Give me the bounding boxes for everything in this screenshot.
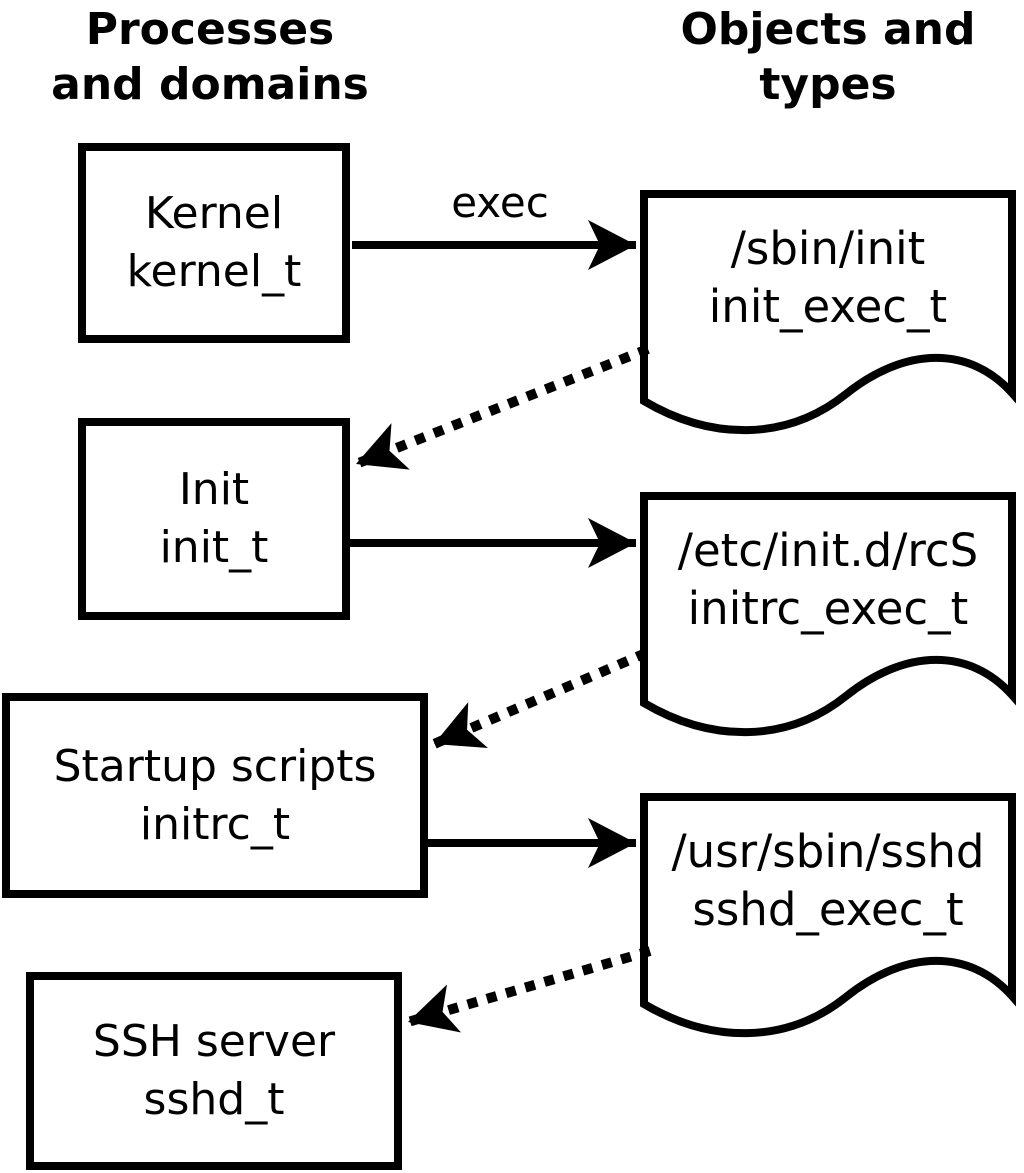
object-file-type: initrc_exec_t	[687, 582, 969, 635]
process-name: Kernel	[144, 188, 284, 239]
object-file-type: init_exec_t	[708, 280, 948, 333]
object-label-sbin-init: /sbin/init init_exec_t	[648, 220, 1008, 336]
object-label-etc-initd-rcs: /etc/init.d/rcS initrc_exec_t	[648, 522, 1008, 638]
transition-arrow-initfile-to-init	[354, 344, 650, 470]
transition-arrow-rcsfile-to-initrc	[432, 648, 648, 749]
process-name: Init	[178, 464, 250, 515]
column-header-objects: Objects and types	[680, 4, 976, 110]
object-label-usr-sbin-sshd: /usr/sbin/sshd sshd_exec_t	[648, 823, 1008, 939]
transition-arrow-sshdfile-to-sshd	[406, 946, 652, 1033]
process-box-ssh-server: SSH server sshd_t	[26, 972, 402, 1170]
process-domain-type: initrc_t	[139, 798, 291, 850]
object-file-type: sshd_exec_t	[692, 883, 964, 936]
process-box-kernel: Kernel kernel_t	[78, 143, 350, 343]
process-name: Startup scripts	[53, 740, 377, 792]
process-domain-type: sshd_t	[143, 1074, 285, 1125]
object-doc-usr-sbin-sshd	[640, 793, 1016, 1038]
process-domain-type: kernel_t	[126, 246, 302, 297]
process-domain-type: init_t	[159, 522, 269, 573]
object-path: /usr/sbin/sshd	[671, 825, 985, 878]
object-doc-etc-initd-rcs	[640, 492, 1016, 737]
object-doc-sbin-init	[640, 190, 1016, 435]
column-header-processes: Processes and domains	[51, 4, 369, 110]
edge-label-exec: exec	[451, 178, 549, 227]
object-path: /sbin/init	[730, 222, 926, 275]
object-path: /etc/init.d/rcS	[677, 524, 979, 577]
process-name: SSH server	[92, 1016, 336, 1067]
process-box-init: Init init_t	[78, 418, 350, 620]
process-box-startup-scripts: Startup scripts initrc_t	[2, 693, 428, 898]
